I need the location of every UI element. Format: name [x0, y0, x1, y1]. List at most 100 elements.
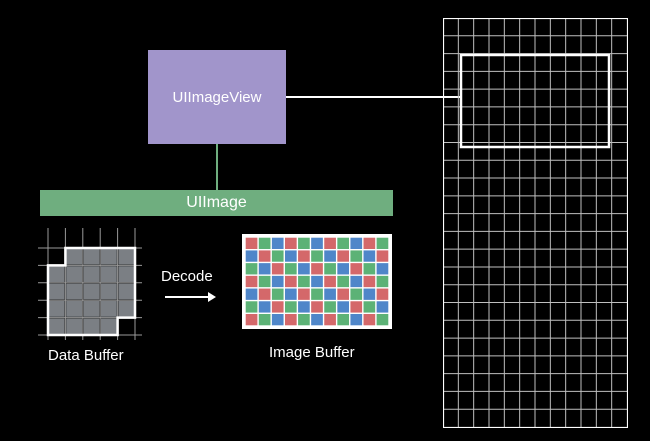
pixel-cell: [337, 250, 350, 262]
image-buffer-label: Image Buffer: [269, 344, 355, 361]
data-cell: [66, 318, 82, 335]
data-cell: [66, 266, 82, 282]
data-cell: [48, 283, 65, 300]
pixel-cell: [324, 275, 336, 288]
pixel-cell: [376, 263, 389, 275]
pixel-cell: [258, 250, 271, 262]
pixel-cell: [311, 263, 323, 275]
pixel-cell: [284, 263, 297, 275]
pixel-cell: [324, 288, 336, 300]
pixel-cell: [350, 301, 363, 313]
pixel-cell: [311, 250, 323, 262]
pixel-cell: [298, 301, 310, 313]
pixel-cell: [284, 313, 297, 326]
pixel-cell: [350, 263, 363, 275]
pixel-cell: [311, 313, 323, 326]
pixel-cell: [324, 301, 336, 313]
pixel-cell: [271, 288, 284, 300]
pixel-cell: [258, 313, 271, 326]
pixel-cell: [324, 250, 336, 262]
pixel-cell: [298, 237, 310, 250]
data-buffer-grid: [38, 228, 142, 340]
data-cell: [118, 301, 135, 317]
pixel-cell: [284, 275, 297, 288]
pixel-cell: [258, 237, 271, 250]
data-cell: [118, 266, 135, 282]
pixel-cell: [298, 263, 310, 275]
uiimage-bar: UIImage: [40, 190, 393, 216]
pixel-cell: [376, 250, 389, 262]
pixel-cell: [271, 237, 284, 250]
data-cell: [83, 248, 100, 265]
pixel-cell: [271, 250, 284, 262]
pixel-cell: [298, 250, 310, 262]
pixel-cell: [284, 237, 297, 250]
pixel-cell: [311, 301, 323, 313]
frame-buffer-grid: [443, 18, 628, 428]
image-buffer-grid: [242, 234, 392, 329]
data-cell: [118, 248, 135, 265]
data-cell: [101, 266, 117, 282]
pixel-cell: [245, 313, 258, 326]
pixel-cell: [311, 275, 323, 288]
pixel-cell: [298, 275, 310, 288]
data-cell: [118, 283, 135, 300]
pixel-cell: [324, 263, 336, 275]
data-cell: [101, 248, 117, 265]
pixel-cell: [298, 288, 310, 300]
pixel-cell: [350, 250, 363, 262]
pixel-cell: [363, 275, 376, 288]
pixel-cell: [284, 301, 297, 313]
pixel-cell: [311, 237, 323, 250]
data-cell: [66, 248, 82, 265]
pixel-cell: [324, 313, 336, 326]
pixel-cell: [376, 301, 389, 313]
pixel-cell: [350, 313, 363, 326]
pixel-cell: [245, 250, 258, 262]
data-cell: [83, 266, 100, 282]
data-cell: [66, 301, 82, 317]
pixel-cell: [258, 275, 271, 288]
data-cell: [66, 283, 82, 300]
pixel-cell: [245, 288, 258, 300]
pixel-cell: [298, 313, 310, 326]
pixel-cell: [363, 237, 376, 250]
pixel-cell: [245, 263, 258, 275]
imageview-to-uiimage-connector: [216, 144, 218, 190]
pixel-cell: [311, 288, 323, 300]
pixel-cell: [350, 288, 363, 300]
pixel-cell: [271, 301, 284, 313]
pixel-cell: [363, 250, 376, 262]
pixel-cell: [245, 275, 258, 288]
pixel-cell: [350, 237, 363, 250]
uiimageview-label: UIImageView: [172, 88, 262, 106]
pixel-cell: [324, 237, 336, 250]
data-cell: [83, 283, 100, 300]
data-cell: [83, 301, 100, 317]
pixel-cell: [376, 288, 389, 300]
pixel-cell: [271, 313, 284, 326]
pixel-cell: [258, 288, 271, 300]
pixel-cell: [337, 263, 350, 275]
pixel-cell: [350, 275, 363, 288]
pixel-cell: [337, 275, 350, 288]
pixel-cell: [363, 301, 376, 313]
data-cell: [101, 283, 117, 300]
data-cell: [83, 318, 100, 335]
pixel-cell: [284, 250, 297, 262]
pixel-cell: [337, 301, 350, 313]
pixel-cell: [376, 237, 389, 250]
pixel-cell: [363, 288, 376, 300]
decode-label: Decode: [161, 268, 213, 285]
pixel-cell: [271, 275, 284, 288]
pixel-cell: [363, 313, 376, 326]
data-cell: [48, 301, 65, 317]
uiimageview-box: UIImageView: [148, 50, 286, 144]
pixel-cell: [245, 301, 258, 313]
pixel-cell: [376, 313, 389, 326]
decode-arrow-icon: [165, 292, 216, 302]
pixel-cell: [337, 288, 350, 300]
data-cell: [48, 318, 65, 335]
pixel-cell: [363, 263, 376, 275]
pixel-cell: [337, 237, 350, 250]
